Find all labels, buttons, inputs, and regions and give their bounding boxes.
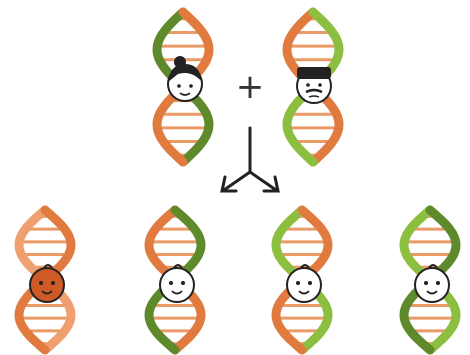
- father-face-icon: [297, 67, 331, 103]
- plus-operator: +: [236, 67, 265, 107]
- mother-face-icon: [168, 56, 202, 101]
- branch-arrows: [222, 128, 278, 191]
